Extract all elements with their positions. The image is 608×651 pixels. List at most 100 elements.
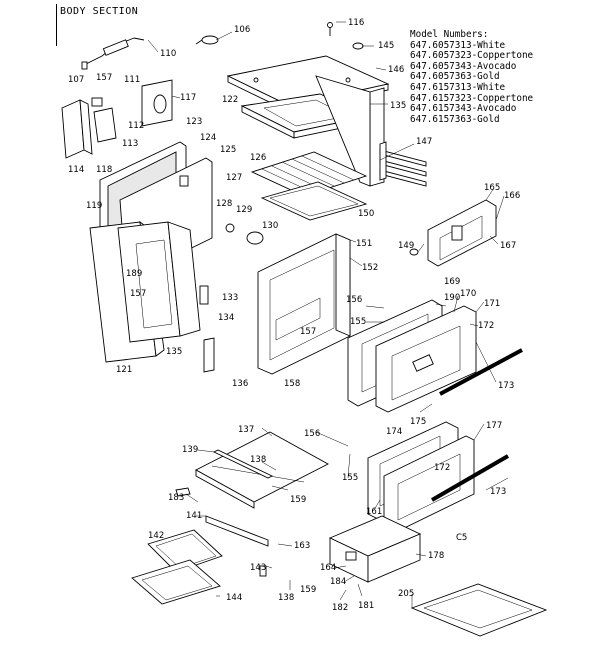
callout: 166	[504, 191, 520, 201]
callout: 183	[168, 493, 184, 503]
callout: 111	[124, 75, 140, 85]
knob-part	[195, 35, 219, 45]
callout: 123	[186, 117, 202, 127]
callout: 135	[390, 101, 406, 111]
callout: 163	[294, 541, 310, 551]
callout: 145	[378, 41, 394, 51]
callout: 126	[250, 153, 266, 163]
model-number: 647.6057313-White	[410, 39, 506, 51]
window-panel-part	[427, 199, 497, 267]
callout: 139	[182, 445, 198, 455]
storage-drawer-part	[328, 515, 422, 583]
callout: 147	[416, 137, 432, 147]
callout: 171	[484, 299, 500, 309]
callout: 138	[278, 593, 294, 603]
model-number: 647.6157363-Gold	[410, 113, 500, 125]
rail-part	[212, 449, 274, 479]
callout: 113	[122, 139, 138, 149]
callout: 127	[226, 173, 242, 183]
callout: 170	[460, 289, 476, 299]
callout: 157	[96, 73, 112, 83]
door-frame-part	[257, 233, 351, 375]
oven-rack-part	[250, 151, 368, 197]
wire-harness-part	[81, 37, 145, 70]
bracket-part	[91, 97, 103, 107]
hinge-part	[203, 337, 215, 373]
callout: 141	[186, 511, 202, 521]
callout: 205	[398, 589, 414, 599]
model-number: 647.6157343-Avocado	[410, 103, 517, 115]
callout: 129	[236, 205, 252, 215]
callout: 142	[148, 531, 164, 541]
callout: 128	[216, 199, 232, 209]
callout: 155	[350, 317, 366, 327]
callout: 165	[484, 183, 500, 193]
model-number: 647.6157323-Coppertone	[410, 92, 534, 104]
callout: 134	[218, 313, 234, 323]
callout: 121	[116, 365, 132, 375]
section-title: BODY SECTION	[60, 6, 139, 17]
callout: 156	[304, 429, 320, 439]
hinge-part	[199, 285, 209, 305]
title-divider	[56, 4, 57, 46]
callout: 175	[410, 417, 426, 427]
callout: 133	[222, 293, 238, 303]
callout: 190	[444, 293, 460, 303]
callout: 173	[498, 381, 514, 391]
callout: 124	[200, 133, 216, 143]
callout: 138	[250, 455, 266, 465]
callout: 182	[332, 603, 348, 613]
broiler-grid-part	[131, 559, 221, 605]
callout: 159	[290, 495, 306, 505]
model-number: 647.6157313-White	[410, 81, 506, 93]
callout: 130	[262, 221, 278, 231]
callout: 112	[128, 121, 144, 131]
model-number: 647.6057343-Avocado	[410, 60, 517, 72]
model-numbers-heading: Model Numbers:	[410, 29, 489, 40]
callout: 157	[130, 289, 146, 299]
drip-pan-part	[410, 583, 548, 637]
callout: 114	[68, 165, 84, 175]
bracket-part	[93, 107, 117, 143]
callout: 137	[238, 425, 254, 435]
cooktop-plate-part	[195, 431, 329, 509]
broiler-tray-part	[260, 181, 368, 221]
side-bracket-part	[61, 99, 93, 159]
callout: 157	[300, 327, 316, 337]
knob-part	[246, 231, 264, 245]
callout: 178	[428, 551, 444, 561]
callout: 136	[232, 379, 248, 389]
model-number: 647.6057323-Coppertone	[410, 50, 534, 62]
knob-part	[225, 223, 235, 233]
callout: 116	[348, 18, 364, 28]
side-panel-part	[315, 75, 385, 187]
foot-part	[259, 565, 267, 577]
callout: 143	[250, 563, 266, 573]
callout: 125	[220, 145, 236, 155]
screw-part	[327, 22, 333, 28]
callout: 164	[320, 563, 336, 573]
callout: 181	[358, 601, 374, 611]
callout: 152	[362, 263, 378, 273]
callout: 155	[342, 473, 358, 483]
callout: 156	[346, 295, 362, 305]
oven-door-outer-part	[375, 305, 477, 413]
callout: 144	[226, 593, 242, 603]
callout: 172	[478, 321, 494, 331]
callout: 119	[86, 201, 102, 211]
callout: 172	[434, 463, 450, 473]
callout: 174	[386, 427, 402, 437]
callout: 135	[166, 347, 182, 357]
broiler-pan-part	[147, 529, 223, 573]
callout: 122	[222, 95, 238, 105]
callout: 149	[398, 241, 414, 251]
vent-strip-part	[379, 141, 427, 187]
vent-bracket-part	[141, 79, 173, 127]
rail-part	[205, 515, 269, 547]
callout: 110	[160, 49, 176, 59]
callout: 106	[234, 25, 250, 35]
side-panel-inner-part	[117, 221, 201, 343]
